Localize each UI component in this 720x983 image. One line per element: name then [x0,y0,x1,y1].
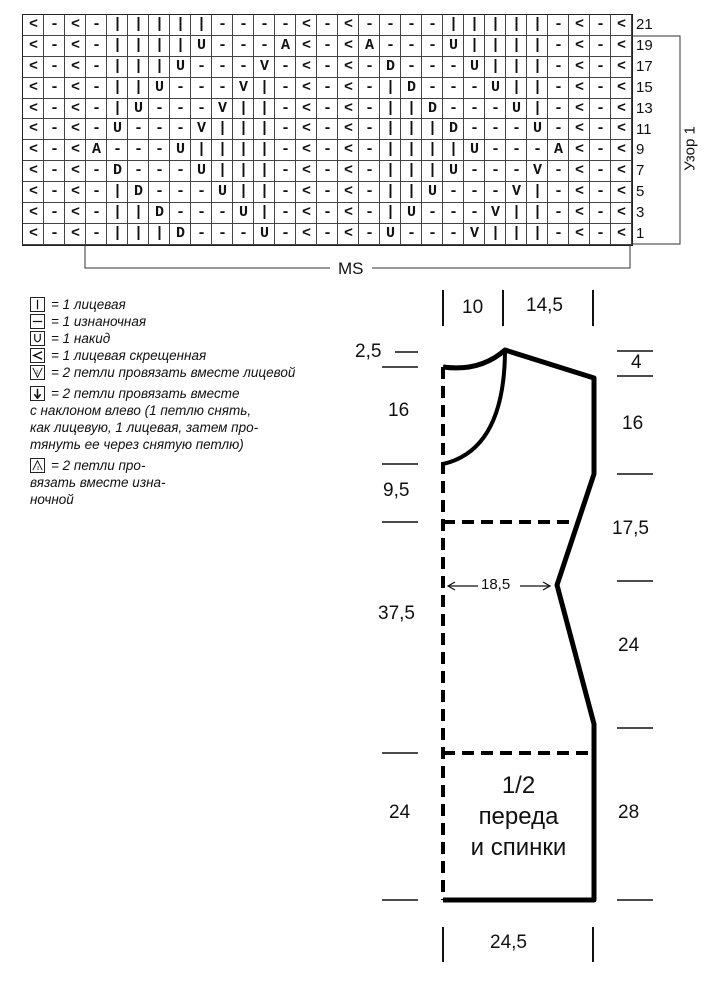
chart-row: <-<-|||U---V-<-<-D---U|||-<-< [23,56,632,78]
yarn-over-symbol-icon [30,331,45,346]
legend-text: вязать вместе изна- [30,475,166,490]
chart-row: <-<-||||U---A<-<A---U||||-<-< [23,35,632,57]
height-label-lower: 24 [389,802,411,823]
width-label-neck: 10 [462,297,484,318]
stitch-chart: <-<-|||||----<-<----|||||-<-<<-<-||||U--… [22,14,633,246]
neckline [442,351,507,466]
piece-title: 1/2 переда и спинки [443,770,594,863]
legend: = 1 лицевая = 1 изнаночная = 1 накид = 1 ли… [30,296,295,512]
legend-item: = 1 лицевая скрещенная [30,347,295,364]
legend-text: тянуть ее через снятую петлю) [30,437,244,452]
legend-text: = 2 петли провязать вместе [51,386,240,401]
legend-text: как лицевую, 1 лицевая, затем про- [30,420,259,435]
chart-row: <-<-U---V|||-<-<-|||D---U-<-< [23,119,632,141]
legend-item: 2 = 2 петли провязать вместе лицевой [30,364,295,381]
height-label-waist-up: 17,5 [612,518,649,539]
knit-two-together-symbol-icon: 2 [30,365,45,380]
left-slant-decrease-symbol-icon [30,386,45,401]
height-label-shoulder-slope: 4 [631,352,642,373]
width-label-shoulder: 14,5 [526,295,563,316]
legend-text: = 2 петли провязать вместе лицевой [51,365,296,380]
knit-symbol-icon [30,297,45,312]
legend-text: = 1 лицевая [51,297,126,312]
garment-outline [442,347,597,903]
twisted-knit-symbol-icon [30,348,45,363]
legend-item: = 1 лицевая [30,296,295,313]
piece-title-line: переда [478,803,559,830]
legend-text: с наклоном влево (1 петлю снять, [30,403,252,418]
row-number: 21 [636,16,653,33]
legend-item: = 2 петли провязать вместе с наклоном вле… [30,385,295,453]
ms-label: MS [336,259,366,279]
waist-width-label: 18,5 [481,576,511,593]
chart-row: <-<-||U---V|-<-<-|D---U||-<-< [23,77,632,99]
chart-row: <-<-|U---V||-<-<-||D---U|-<-< [23,98,632,120]
legend-text: = 1 изнаночная [51,314,147,329]
purl-two-together-symbol-icon: 2 [30,458,45,473]
legend-item: = 1 изнаночная [30,313,295,330]
purl-symbol-icon [30,314,45,329]
legend-text: = 2 петли про- [51,458,146,473]
height-label-front-neck: 16 [388,400,410,421]
height-label-armhole: 16 [622,413,644,434]
chart-row: <-<-|D---U||-<-<-||U---V|-<-< [23,182,632,204]
legend-text: ночной [30,492,74,507]
chart-row: <-<-|||D---U-<-<-U---V|||-<-< [23,223,632,245]
legend-text: = 1 накид [51,331,111,346]
height-label-waist-down: 24 [618,635,640,656]
height-label-upper: 9,5 [383,480,410,501]
bottom-width-label: 24,5 [490,932,527,953]
chart-row: <-<-|||||----<-<----|||||-<-< [23,15,632,36]
chart-row: <-<A---U||||-<-<-||||U---A<-< [23,140,632,162]
height-label-middle: 37,5 [378,603,415,624]
svg-text:2: 2 [37,465,40,470]
legend-item: = 1 накид [30,330,295,347]
legend-text: = 1 лицевая скрещенная [51,348,207,363]
piece-title-line: и спинки [470,834,567,861]
chart-row: <-<-D---U|||-<-<-|||U---V-<-< [23,161,632,183]
height-label-back-neck: 2,5 [355,341,382,362]
height-label-hem: 28 [618,802,640,823]
svg-text:2: 2 [36,369,39,374]
chart-row: <-<-||D---U|-<-<-|U---V||-<-< [23,203,632,224]
legend-item: 2 = 2 петли про-вязать вместе изна-ночной [30,457,295,508]
piece-title-line: 1/2 [501,772,536,799]
